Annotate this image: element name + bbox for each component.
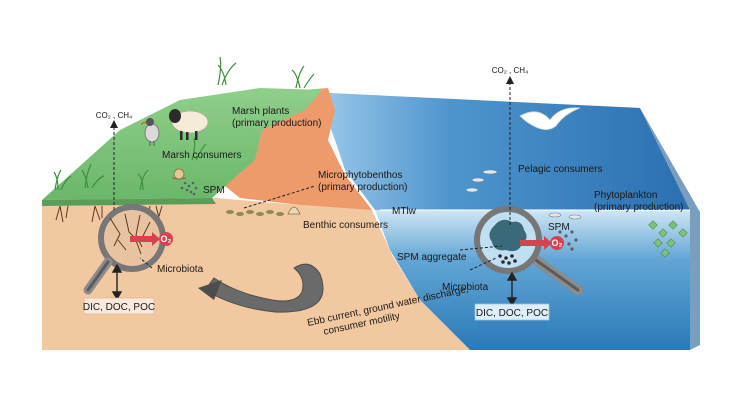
phytoplankton-label: Phytoplankton (primary production) xyxy=(594,190,683,213)
marsh-plants-label: Marsh plants (primary production) xyxy=(232,106,321,129)
dic-box-right: DIC, DOC, POC xyxy=(474,303,550,321)
dic-label-right: DIC, DOC, POC xyxy=(476,308,548,319)
fish-icons xyxy=(465,169,582,220)
o2-label-left: O₂ xyxy=(161,234,172,244)
o2-badge-right xyxy=(550,236,564,250)
dic-label-left: DIC, DOC, POC xyxy=(83,302,155,313)
spm-water-label: SPM xyxy=(548,222,570,233)
spm-land-label: SPM xyxy=(203,185,225,196)
exchange-arrows xyxy=(111,263,518,307)
microbiota-left-label: Microbiota xyxy=(157,264,204,275)
spm-aggregate-label: SPM aggregate xyxy=(397,252,467,263)
o2-arrow-left xyxy=(130,232,160,246)
microphytobenthos-mat xyxy=(226,210,284,216)
o2-badge-left xyxy=(159,232,173,246)
mtlw-label: MTlw xyxy=(392,206,417,217)
marsh-consumers-label: Marsh consumers xyxy=(162,150,241,161)
grass-tufts xyxy=(53,56,315,191)
benthic-consumers-label: Benthic consumers xyxy=(303,220,388,231)
co2-ch4-right-label: CO₂ , CH₄ xyxy=(492,66,529,75)
sheep-icon xyxy=(169,109,209,140)
o2-arrow-right xyxy=(520,236,552,250)
gull-icon xyxy=(519,107,581,130)
water-column xyxy=(375,210,690,350)
leader-lines xyxy=(139,185,503,271)
microphytobenthos-label: Microphytobenthos (primary production) xyxy=(318,170,407,193)
bird-icon xyxy=(140,118,160,146)
gas-arrowhead-right xyxy=(506,76,514,84)
water-surface xyxy=(318,93,690,210)
magnifier-left: O₂ xyxy=(83,204,173,295)
microbiota-right-label: Microbiota xyxy=(442,282,489,293)
ebb-arrow xyxy=(198,263,324,313)
water-body xyxy=(318,93,700,350)
marsh-edge xyxy=(42,198,216,206)
o2-label-right: O₂ xyxy=(552,238,563,248)
spm-particles-land xyxy=(180,181,198,196)
benthic-snail-icon xyxy=(287,206,301,215)
dic-box-left: DIC, DOC, POC xyxy=(83,297,155,315)
co2-ch4-left-label: CO₂ , CH₄ xyxy=(96,111,133,120)
gas-flux-arrows xyxy=(113,82,511,225)
snail-icon xyxy=(171,168,187,180)
marsh-platform xyxy=(42,88,322,200)
phytoplankton-cells xyxy=(648,220,688,258)
gas-arrowhead-left xyxy=(110,120,118,128)
water-side xyxy=(640,108,700,350)
magnifier-right: O₂ xyxy=(474,206,583,295)
pelagic-consumers-label: Pelagic consumers xyxy=(518,164,602,175)
